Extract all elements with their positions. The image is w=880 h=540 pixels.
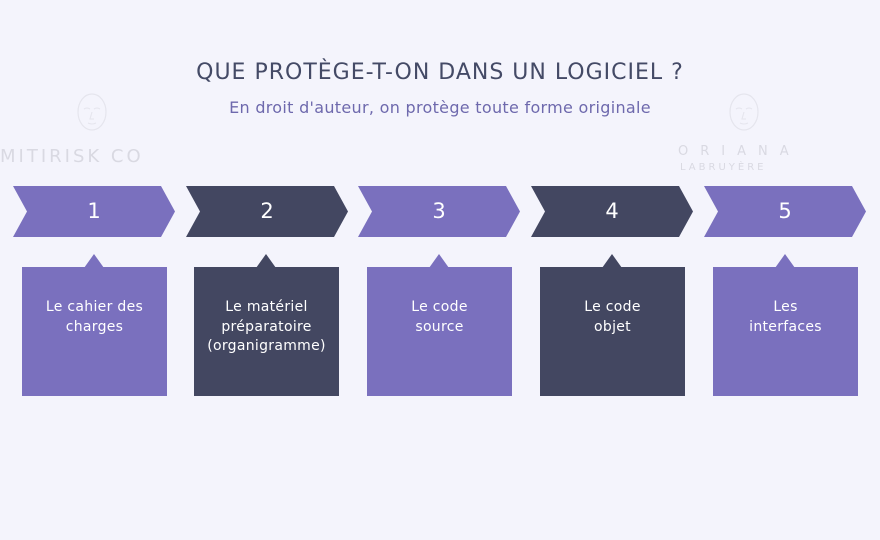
step-arrow-4: 4	[531, 186, 693, 237]
step-card-text: Le matériel préparatoire (organigramme)	[207, 299, 326, 354]
step-arrow-3: 3	[358, 186, 520, 237]
step-card-3: Le code source	[367, 254, 512, 396]
step-card-4: Le code objet	[540, 254, 685, 396]
step-number: 4	[605, 199, 619, 223]
face-logo-icon	[77, 93, 107, 131]
step-arrow-5: 5	[704, 186, 866, 237]
chevron-shape	[358, 186, 520, 237]
step-card-text: Le cahier des charges	[45, 299, 144, 335]
step-card-text: Les interfaces	[749, 299, 822, 335]
chevron-shape	[13, 186, 175, 237]
watermark-right: ORIANA	[678, 144, 801, 159]
card-notch	[256, 254, 276, 268]
step-number: 3	[432, 199, 446, 223]
page-title: QUE PROTÈGE-T-ON DANS UN LOGICIEL ?	[196, 60, 684, 85]
face-logo-icon	[729, 93, 759, 131]
chevron-shape	[531, 186, 693, 237]
step-arrow-2: 2	[186, 186, 348, 237]
card-notch	[84, 254, 104, 268]
card-notch	[429, 254, 449, 268]
watermark-right-sub: LABRUYÈRE	[680, 162, 767, 173]
chevron-shape	[186, 186, 348, 237]
page-subtitle: En droit d'auteur, on protège toute form…	[229, 98, 651, 117]
step-card-5: Les interfaces	[713, 254, 858, 396]
step-number: 5	[778, 199, 792, 223]
step-card-1: Le cahier des charges	[22, 254, 167, 396]
card-notch	[775, 254, 795, 268]
step-number: 1	[87, 199, 101, 223]
watermark-left: MITIRISK CO	[0, 146, 144, 167]
chevron-shape	[704, 186, 866, 237]
card-notch	[602, 254, 622, 268]
step-arrow-1: 1	[13, 186, 175, 237]
step-card-2: Le matériel préparatoire (organigramme)	[194, 254, 339, 396]
step-card-text: Le code objet	[584, 299, 641, 335]
step-number: 2	[260, 199, 274, 223]
step-card-text: Le code source	[411, 299, 468, 335]
